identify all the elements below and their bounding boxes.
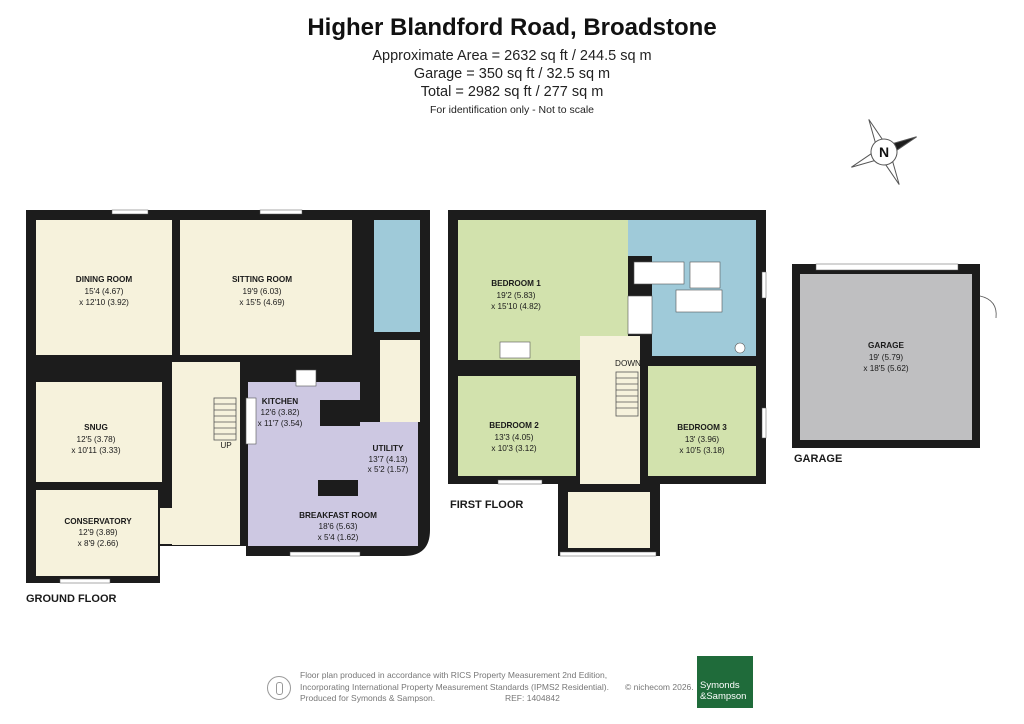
total-area: Total = 2982 sq ft / 277 sq m xyxy=(420,84,604,100)
bedroom-1-dim1: 19'2 (5.83) xyxy=(497,291,536,300)
dining-room xyxy=(36,220,172,355)
first-stairs xyxy=(615,371,639,417)
compass-letter: N xyxy=(879,144,889,160)
footer-disclaimer: Floor plan produced in accordance with R… xyxy=(300,670,609,705)
dining-room-dim1: 15'4 (4.67) xyxy=(85,287,124,296)
ground-stairs xyxy=(213,397,237,441)
footer-copyright: © nichecom 2026. xyxy=(625,682,694,692)
breakfast-pillar xyxy=(318,480,358,496)
garage-side-door xyxy=(979,295,997,319)
symonds-sampson-logo: Symonds &Sampson xyxy=(697,656,753,708)
utility-dim2: x 5'2 (1.57) xyxy=(368,465,409,474)
garage-room xyxy=(800,274,972,440)
kitchen-dim1: 12'6 (3.82) xyxy=(261,408,300,417)
kitchen-counter xyxy=(245,397,257,445)
footer-reference: REF: 1404842 xyxy=(505,693,560,703)
airing-cupboard xyxy=(627,295,653,335)
first-floor-label: FIRST FLOOR xyxy=(450,499,523,511)
landing-bay xyxy=(568,492,650,548)
breakfast-room-dim2: x 5'4 (1.62) xyxy=(318,533,359,542)
ground-floor: UP DINING ROOM 15'4 (4.67) x 12'10 (3.92… xyxy=(26,209,430,605)
garage-floor-label: GARAGE xyxy=(794,453,842,465)
identification-note: For identification only - Not to scale xyxy=(430,104,594,116)
shower-icon xyxy=(689,261,721,289)
ground-floor-label: GROUND FLOOR xyxy=(26,593,116,605)
breakfast-room-name: BREAKFAST ROOM xyxy=(299,511,377,520)
bathroom xyxy=(628,220,756,256)
bedroom-3-name: BEDROOM 3 xyxy=(677,423,727,432)
first-floor: DOWN BEDROOM 1 19'2 (5.83) x 15'10 (4.82… xyxy=(448,210,767,557)
kitchen-dim2: x 11'7 (3.54) xyxy=(258,419,303,428)
utility-dim1: 13'7 (4.13) xyxy=(369,455,408,464)
conservatory-dim2: x 8'9 (2.66) xyxy=(78,539,119,548)
conservatory xyxy=(36,490,158,576)
floorplan-standard-icon xyxy=(267,676,291,700)
dining-room-name: DINING ROOM xyxy=(76,275,133,284)
boiler-icon xyxy=(734,342,746,354)
entrance-porch xyxy=(160,508,238,544)
footer-line-1: Floor plan produced in accordance with R… xyxy=(300,670,608,680)
ground-shower-room xyxy=(374,220,420,332)
bedroom-2-dim1: 13'3 (4.05) xyxy=(495,433,534,442)
wc-lobby xyxy=(380,340,420,422)
conservatory-name: CONSERVATORY xyxy=(64,517,132,526)
footer-line-3: Produced for Symonds & Sampson. xyxy=(300,693,436,703)
garage-name: GARAGE xyxy=(868,341,904,350)
garage-plan: GARAGE 19' (5.79) x 18'5 (5.62) GARAGE xyxy=(792,263,997,465)
page-title: Higher Blandford Road, Broadstone xyxy=(307,14,717,41)
bedroom-1-cupboard xyxy=(499,341,531,359)
snug-dim1: 12'5 (3.78) xyxy=(77,435,116,444)
bedroom-3 xyxy=(648,366,756,476)
bedroom-1-dim2: x 15'10 (4.82) xyxy=(491,302,541,311)
approximate-area: Approximate Area = 2632 sq ft / 244.5 sq… xyxy=(372,48,652,64)
chimney-breast xyxy=(320,400,360,426)
bedroom-3-dim1: 13' (3.96) xyxy=(685,435,720,444)
dining-room-dim2: x 12'10 (3.92) xyxy=(79,298,129,307)
footer-line-2: Incorporating International Property Mea… xyxy=(300,681,609,692)
bedroom-2 xyxy=(458,376,576,476)
sitting-room-dim1: 19'9 (6.03) xyxy=(243,287,282,296)
garage-dim2: x 18'5 (5.62) xyxy=(863,364,909,373)
sitting-room-name: SITTING ROOM xyxy=(232,275,292,284)
bedroom-3-dim2: x 10'5 (3.18) xyxy=(679,446,725,455)
bath-icon xyxy=(633,261,685,285)
stairs-up-label: UP xyxy=(220,441,232,450)
landing xyxy=(580,336,640,484)
conservatory-dim1: 12'9 (3.89) xyxy=(79,528,118,537)
breakfast-room-dim1: 18'6 (5.63) xyxy=(319,522,358,531)
sitting-room-dim2: x 15'5 (4.69) xyxy=(239,298,285,307)
garage-door xyxy=(815,263,959,271)
stairs-down-label: DOWN xyxy=(615,359,641,368)
hob-icon xyxy=(295,369,317,387)
kitchen-name: KITCHEN xyxy=(262,397,298,406)
logo-line-2: &Sampson xyxy=(700,691,747,702)
snug-name: SNUG xyxy=(84,423,108,432)
bedroom-2-dim2: x 10'3 (3.12) xyxy=(491,444,537,453)
bedroom-2-name: BEDROOM 2 xyxy=(489,421,539,430)
compass-rose-icon: N xyxy=(851,119,917,185)
snug-dim2: x 10'11 (3.33) xyxy=(71,446,120,455)
snug xyxy=(36,382,162,482)
bedroom-1-name: BEDROOM 1 xyxy=(491,279,541,288)
utility xyxy=(360,422,418,482)
sitting-room xyxy=(180,220,352,355)
utility-name: UTILITY xyxy=(373,444,404,453)
garage-area: Garage = 350 sq ft / 32.5 sq m xyxy=(413,66,611,82)
ensuite-bath-icon xyxy=(675,289,723,313)
garage-dim1: 19' (5.79) xyxy=(869,353,904,362)
logo-line-1: Symonds xyxy=(700,680,740,691)
